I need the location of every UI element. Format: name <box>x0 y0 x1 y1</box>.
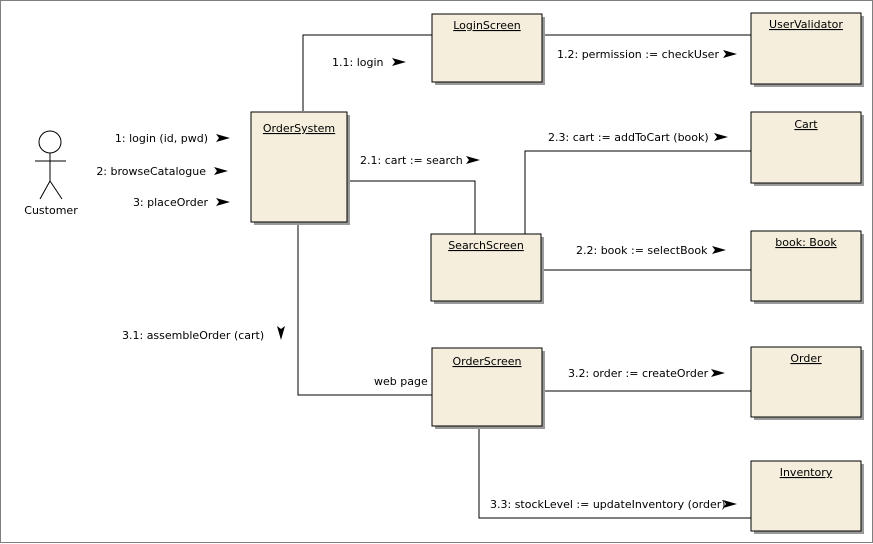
link-orderscreen-inventory <box>478 426 751 519</box>
message-1-label: 1: login (id, pwd) <box>115 132 208 145</box>
message-3-3-label: 3.3: stockLevel := updateInventory (orde… <box>490 498 726 511</box>
message-1-1-label: 1.1: login <box>332 56 384 69</box>
message-1-2-label: 1.2: permission := checkUser <box>557 48 719 61</box>
object-title: UserValidator <box>769 18 843 31</box>
link-label-web-page: web page <box>374 375 428 388</box>
object-ordersystem[interactable]: OrderSystem <box>250 111 350 225</box>
arrow-message-3-1 <box>277 326 285 340</box>
message-2-2-label: 2.2: book := selectBook <box>576 244 708 257</box>
message-3-1-label: 3.1: assembleOrder (cart) <box>122 329 264 342</box>
object-title: SearchScreen <box>448 239 524 252</box>
arrow-message-2-2 <box>712 246 726 254</box>
object-title: book: Book <box>775 236 837 249</box>
object-title: Cart <box>794 118 818 131</box>
link-searchscreen-cart <box>524 150 751 234</box>
object-book[interactable]: book: Book <box>750 230 864 304</box>
object-title: Order <box>790 352 822 365</box>
link-ordersystem-loginscreen <box>302 34 432 111</box>
object-order[interactable]: Order <box>750 346 864 420</box>
actor-customer[interactable]: Customer <box>24 130 78 217</box>
object-loginscreen[interactable]: LoginScreen <box>431 13 545 85</box>
arrow-message-2-1 <box>466 156 480 164</box>
message-2-1-label: 2.1: cart := search <box>360 154 463 167</box>
object-searchscreen[interactable]: SearchScreen <box>430 233 544 304</box>
object-title: LoginScreen <box>453 19 521 32</box>
actor-left-leg <box>39 180 51 200</box>
arrow-message-1 <box>216 134 230 142</box>
object-cart[interactable]: Cart <box>750 111 864 186</box>
object-title: OrderScreen <box>452 355 521 368</box>
actor-head <box>38 130 62 154</box>
object-title: OrderSystem <box>263 122 335 135</box>
arrow-message-3-2 <box>711 369 725 377</box>
link-ordersystem-searchscreen <box>347 180 476 234</box>
links <box>297 34 751 519</box>
arrow-message-3-3 <box>723 500 737 508</box>
message-2-3-label: 2.3: cart := addToCart (book) <box>548 131 709 144</box>
messages: 1: login (id, pwd) 2: browseCatalogue 3:… <box>96 48 725 511</box>
object-title: Inventory <box>780 466 833 479</box>
message-3-label: 3: placeOrder <box>133 196 209 209</box>
arrow-message-2-3 <box>714 133 728 141</box>
object-orderscreen[interactable]: OrderScreen <box>431 347 545 429</box>
link-ordersystem-orderscreen <box>297 222 432 396</box>
object-inventory[interactable]: Inventory <box>750 460 864 534</box>
object-uservalidator[interactable]: UserValidator <box>750 12 864 87</box>
message-3-2-label: 3.2: order := createOrder <box>568 367 709 380</box>
arrow-message-3 <box>216 198 230 206</box>
arrow-message-1-1 <box>392 58 406 66</box>
arrow-message-2 <box>214 167 228 175</box>
actor-right-leg <box>49 180 63 200</box>
message-arrows <box>214 50 737 508</box>
message-2-label: 2: browseCatalogue <box>96 165 206 178</box>
arrow-message-1-2 <box>723 50 737 58</box>
actor-label: Customer <box>24 204 78 217</box>
